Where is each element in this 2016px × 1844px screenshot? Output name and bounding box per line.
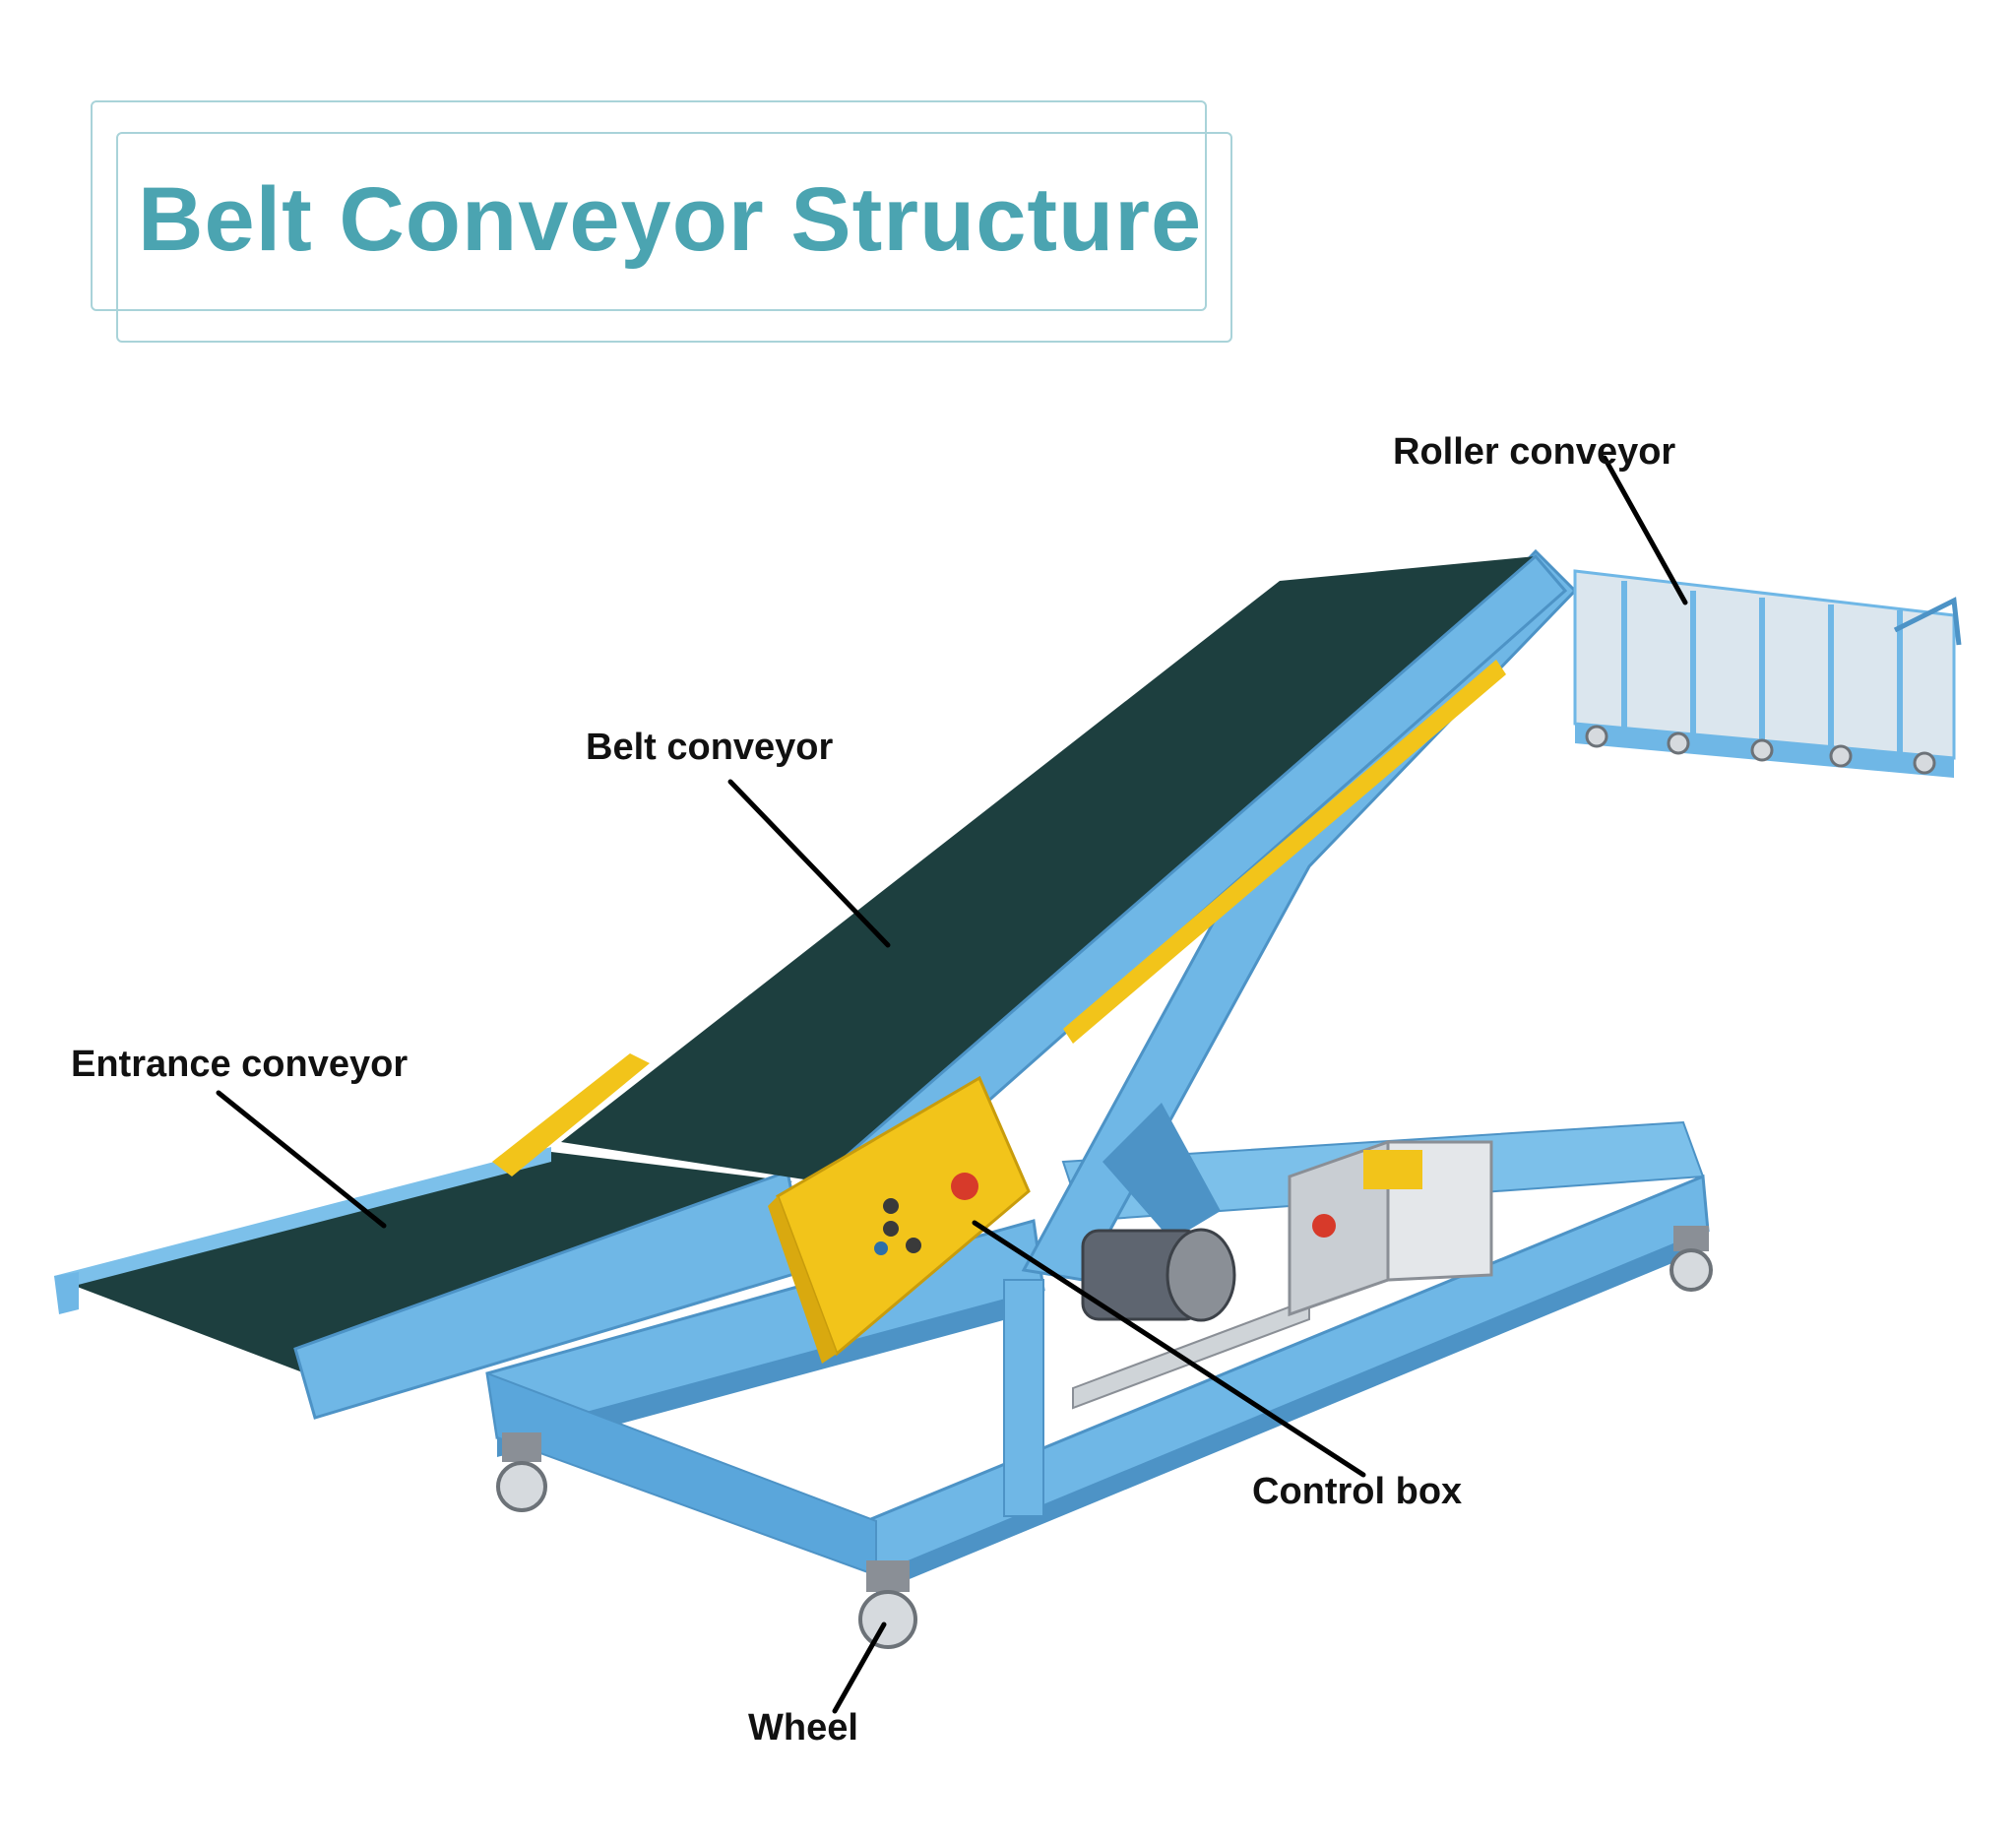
motor	[1081, 1228, 1236, 1322]
title-frame-front	[116, 132, 1232, 343]
wheel-front-left	[496, 1432, 547, 1512]
label-entrance-conveyor: Entrance conveyor	[71, 1044, 409, 1085]
wheel-rear-right	[1670, 1226, 1713, 1292]
control-box	[768, 1075, 1031, 1364]
electric-cabinet	[1288, 1139, 1493, 1317]
leader-lines	[216, 455, 1688, 1714]
wheels	[496, 725, 1936, 1649]
label-belt-conveyor: Belt conveyor	[586, 727, 834, 768]
label-wheel: Wheel	[748, 1707, 858, 1749]
page-title: Belt Conveyor Structure	[138, 169, 1203, 270]
title-frame-back	[91, 100, 1207, 311]
leader-wheel	[832, 1621, 887, 1714]
leader-roller-conveyor	[1602, 455, 1688, 605]
belt-conveyor	[492, 553, 1568, 1234]
entrance-conveyor	[54, 1147, 809, 1420]
label-roller-conveyor: Roller conveyor	[1393, 431, 1676, 473]
leader-control-box	[972, 1220, 1366, 1478]
label-control-box: Control box	[1252, 1471, 1463, 1512]
wheel-front-center	[858, 1560, 917, 1649]
leader-belt-conveyor	[727, 779, 891, 948]
leader-entrance-conveyor	[216, 1090, 387, 1229]
